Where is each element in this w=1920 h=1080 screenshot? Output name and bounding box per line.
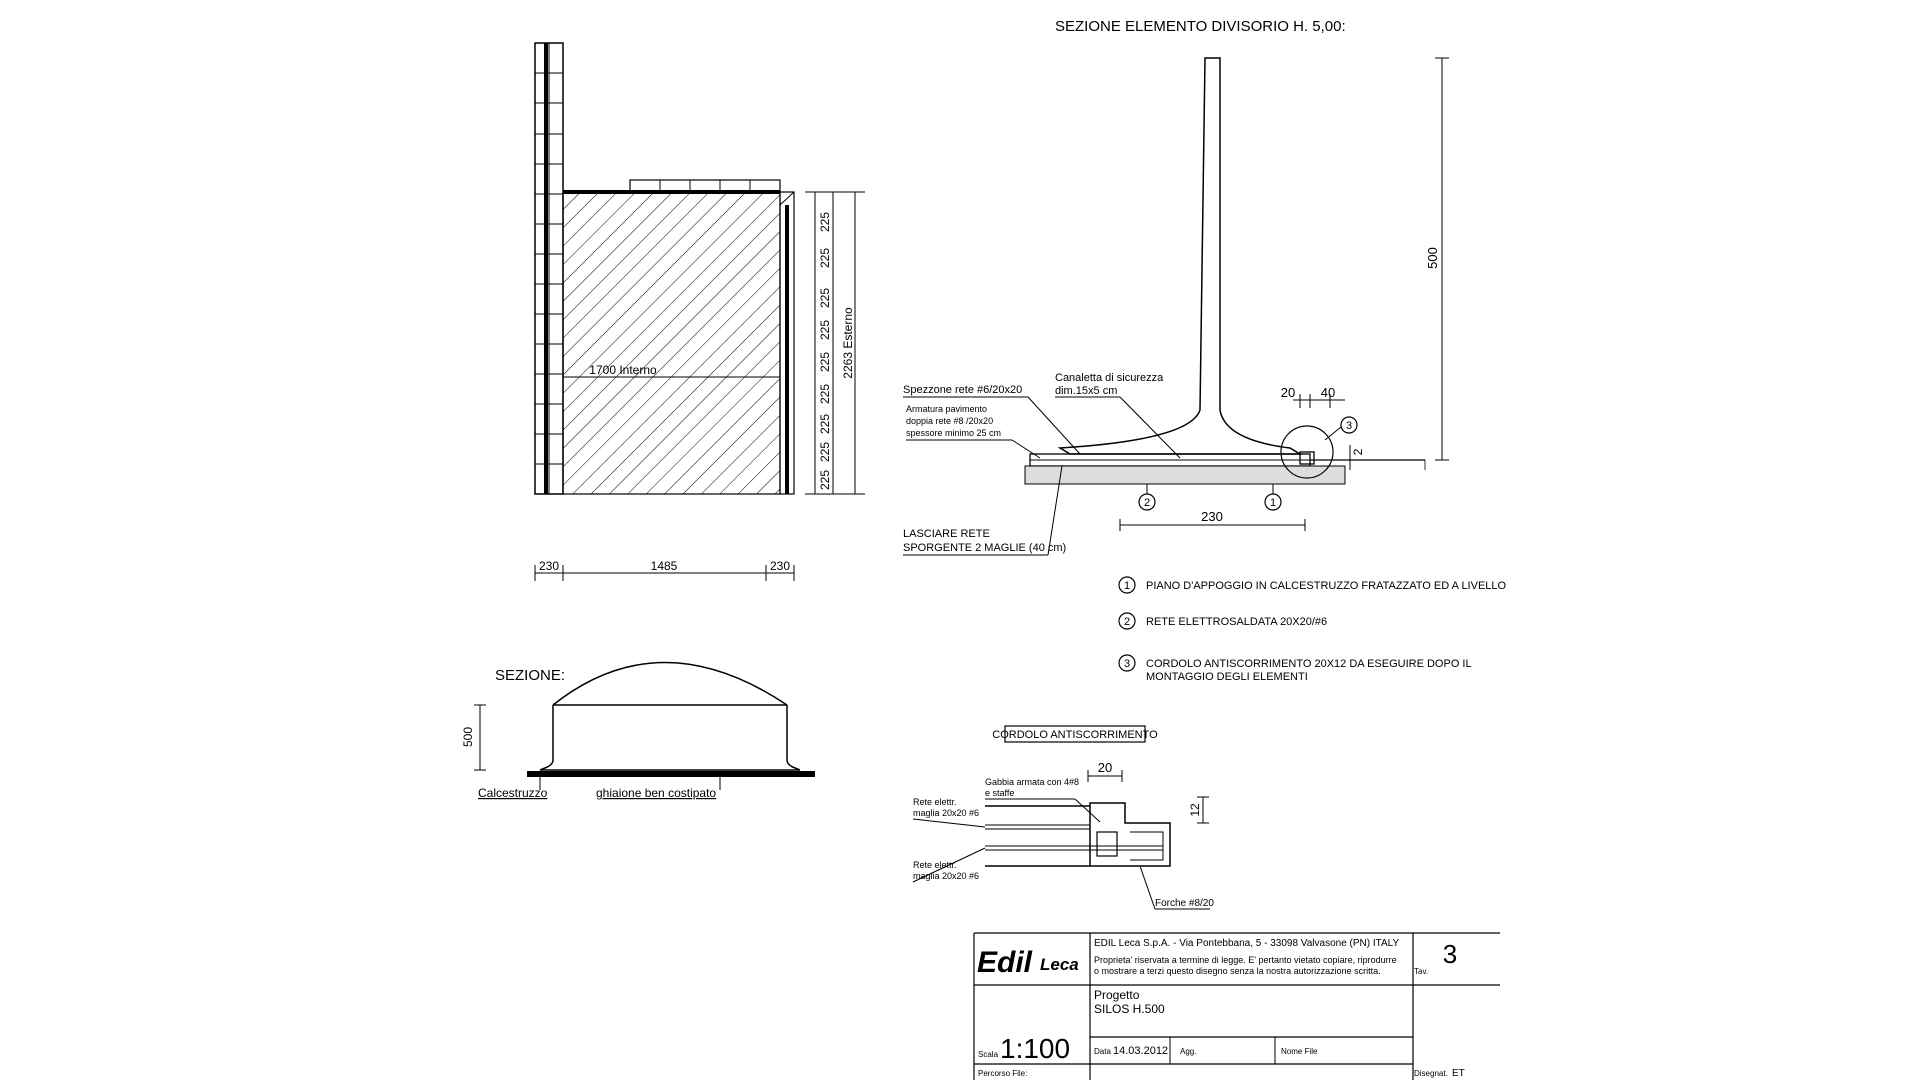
cordolo-rete1-1: Rete elettr. <box>913 797 957 807</box>
plan-row-dimensions: 225 225 225 225 225 225 225 225 225 <box>818 212 832 490</box>
cordolo-gabbia-1: Gabbia armata con 4#8 <box>985 777 1079 787</box>
label-lasciare-1: LASCIARE RETE <box>903 528 990 540</box>
marker-2: 2 <box>1144 497 1150 509</box>
plan-interior-hatch <box>562 191 781 495</box>
row-dim-label: 225 <box>818 442 832 462</box>
label-canaletta-1: Canaletta di sicurezza <box>1055 372 1164 384</box>
agg-label: Agg. <box>1180 1047 1196 1056</box>
legend-text-1: PIANO D'APPOGGIO IN CALCESTRUZZO FRATAZZ… <box>1146 580 1507 592</box>
tav-label: Tav. <box>1414 967 1428 976</box>
row-dim-label: 225 <box>818 414 832 434</box>
progetto-value: SILOS H.500 <box>1094 1002 1165 1016</box>
plan-view: 225 225 225 225 225 225 225 225 225 2263… <box>534 42 865 581</box>
label-spezzone: Spezzone rete #6/20x20 <box>903 384 1022 396</box>
progetto-label: Progetto <box>1094 988 1140 1002</box>
scala-label: Scala <box>978 1050 999 1059</box>
elemento-height: 500 <box>1425 247 1440 269</box>
sezione-elemento-view: SEZIONE ELEMENTO DIVISORIO H. 5,00: 3 50… <box>903 18 1449 556</box>
cordolo-gabbia-2: e staffe <box>985 788 1014 798</box>
disegn-value: ET <box>1452 1068 1465 1079</box>
row-dim-label: 225 <box>818 248 832 268</box>
label-armatura-2: doppia rete #8 /20x20 <box>906 416 993 426</box>
cordolo-rete2-2: maglia 20x20 #6 <box>913 871 979 881</box>
plan-interno-label: 1700 Interno <box>589 363 657 377</box>
label-lasciare-2: SPORGENTE 2 MAGLIE (40 cm) <box>903 542 1066 554</box>
data-label: Data <box>1094 1047 1111 1056</box>
silo-base-slab <box>527 771 815 777</box>
title-block: Edil Leca EDIL Leca S.p.A. - Via Pontebb… <box>973 932 1500 1080</box>
data-value: 14.03.2012 <box>1113 1045 1168 1057</box>
row-dim-label: 225 <box>818 288 832 308</box>
company-line: EDIL Leca S.p.A. - Via Pontebbana, 5 - 3… <box>1094 938 1400 949</box>
cordolo-dim-12: 12 <box>1188 803 1202 817</box>
plan-bottom-dim: 230 <box>539 559 559 573</box>
label-armatura-3: spessore minimo 25 cm <box>906 428 1001 438</box>
legend-num-1: 1 <box>1124 580 1130 592</box>
logo-edil: Edil <box>977 946 1033 979</box>
legend-num-2: 2 <box>1124 616 1130 628</box>
label-canaletta-2: dim.15x5 cm <box>1055 385 1117 397</box>
notice-line-1: Proprieta' riservata a termine di legge.… <box>1094 955 1397 965</box>
notice-line-2: o mostrare a terzi questo disegno senza … <box>1094 966 1381 976</box>
legend-text-3: CORDOLO ANTISCORRIMENTO 20X12 DA ESEGUIR… <box>1146 658 1472 670</box>
legend-text-2: RETE ELETTROSALDATA 20X20/#6 <box>1146 616 1327 628</box>
plan-bottom-dim: 230 <box>770 559 790 573</box>
divider-wall <box>1057 57 1303 455</box>
tav-number: 3 <box>1443 939 1457 969</box>
logo-leca: Leca <box>1040 955 1079 974</box>
silo-roof <box>552 661 788 706</box>
cordolo-forche: Forche #8/20 <box>1155 898 1214 909</box>
legend-text-3b: MONTAGGIO DEGLI ELEMENTI <box>1146 671 1308 683</box>
dim-230: 230 <box>1201 509 1223 524</box>
cordolo-rete1-2: maglia 20x20 #6 <box>913 808 979 818</box>
label-calcestruzzo: Calcestruzzo <box>478 786 548 800</box>
row-dim-label: 225 <box>818 470 832 490</box>
logo-area <box>977 936 1087 982</box>
plan-left-wall-joints <box>535 72 563 465</box>
cordolo-dim-20: 20 <box>1098 760 1112 775</box>
marker-1: 1 <box>1270 497 1276 509</box>
label-ghiaione: ghiaione ben costipato <box>596 786 716 800</box>
row-dim-label: 225 <box>818 384 832 404</box>
gravel-bed <box>1024 465 1346 485</box>
nome-file-label: Nome File <box>1281 1047 1318 1056</box>
marker-3: 3 <box>1346 420 1352 432</box>
marker-3-circle <box>1340 416 1358 434</box>
sezione-view: SEZIONE: 500 Calcestruzzo ghiaione ben c… <box>461 661 815 800</box>
detail-circle-3 <box>1280 425 1334 479</box>
dim-40: 40 <box>1321 385 1335 400</box>
legend: 1 PIANO D'APPOGGIO IN CALCESTRUZZO FRATA… <box>1118 576 1507 683</box>
cordolo-detail: CORDOLO ANTISCORRIMENTO 20 12 Gabbia arm… <box>912 725 1214 910</box>
dim-2: 2 <box>1351 448 1365 455</box>
row-dim-label: 225 <box>818 320 832 340</box>
percorso-label: Percorso File: <box>978 1069 1027 1078</box>
sezione-title: SEZIONE: <box>495 667 565 684</box>
plan-bottom-dim: 1485 <box>651 559 678 573</box>
plan-esterno-label: 2263 Esterno <box>841 307 855 379</box>
dim-20: 20 <box>1281 385 1295 400</box>
row-dim-label: 225 <box>818 212 832 232</box>
legend-num-3: 3 <box>1124 658 1130 670</box>
scala-value: 1:100 <box>1000 1033 1070 1064</box>
cordolo-rete2-1: Rete elettr. <box>913 860 957 870</box>
cordolo-title: CORDOLO ANTISCORRIMENTO <box>992 729 1158 741</box>
row-dim-label: 225 <box>818 352 832 372</box>
disegn-label: Disegnat. <box>1414 1069 1448 1078</box>
sezione-elemento-title: SEZIONE ELEMENTO DIVISORIO H. 5,00: <box>1055 18 1346 35</box>
label-armatura-1: Armatura pavimento <box>906 404 987 414</box>
sezione-height: 500 <box>461 727 475 747</box>
